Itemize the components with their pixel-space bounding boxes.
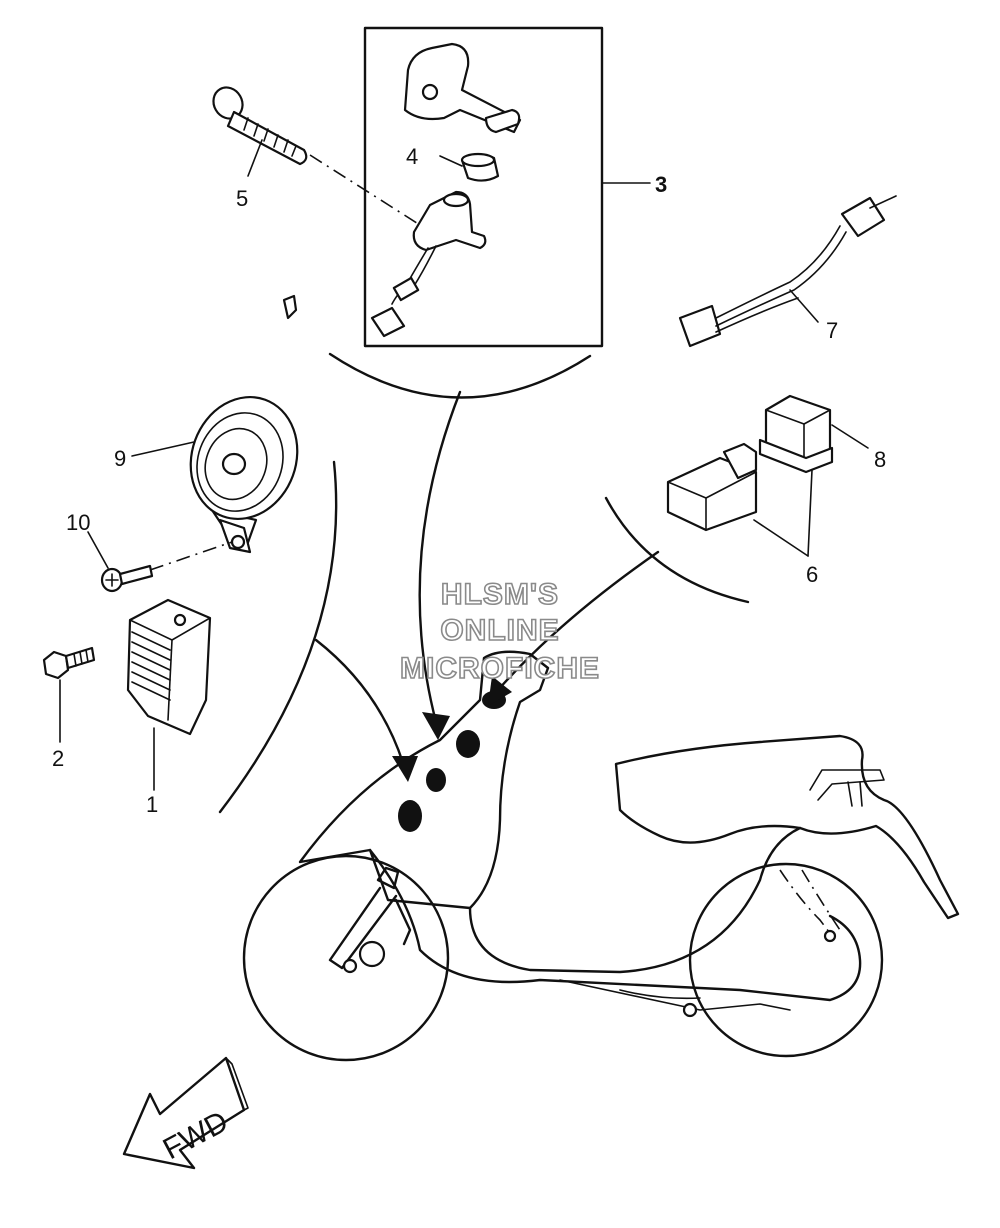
rectifier-regulator-part [126, 598, 212, 791]
callout-5: 5 [236, 186, 248, 211]
flange-bolt-part [42, 646, 96, 743]
callout-4: 4 [406, 144, 418, 169]
main-switch-part [370, 190, 487, 338]
relay-part [666, 442, 758, 532]
fwd-arrow-icon: FWD [122, 1056, 249, 1170]
watermark: HLSM'S ONLINE MICROFICHE [399, 577, 600, 686]
callout-6: 6 [806, 562, 818, 587]
watermark-line-1: HLSM'S [441, 578, 559, 611]
callout-7: 7 [826, 318, 838, 343]
wire-harness-part [678, 195, 897, 348]
callout-1: 1 [146, 792, 158, 817]
bolt-part [212, 86, 308, 177]
lock-bracket-part [403, 42, 522, 134]
scooter-body [242, 650, 960, 1062]
watermark-line-2: ONLINE [440, 614, 559, 647]
main-switch-assembly-box [363, 26, 651, 348]
leader-arrows [314, 390, 660, 782]
relay-part-2 [758, 394, 834, 474]
watermark-line-3: MICROFICHE [400, 652, 600, 685]
key-cylinder-cap-part [439, 152, 500, 182]
horn-part [131, 294, 299, 554]
callout-10: 10 [66, 510, 90, 535]
callout-9: 9 [114, 446, 126, 471]
callout-2: 2 [52, 746, 64, 771]
callout-8: 8 [874, 447, 886, 472]
screw-part [87, 531, 154, 593]
callout-3: 3 [655, 172, 667, 197]
fwd-label: FWD [158, 1105, 234, 1166]
